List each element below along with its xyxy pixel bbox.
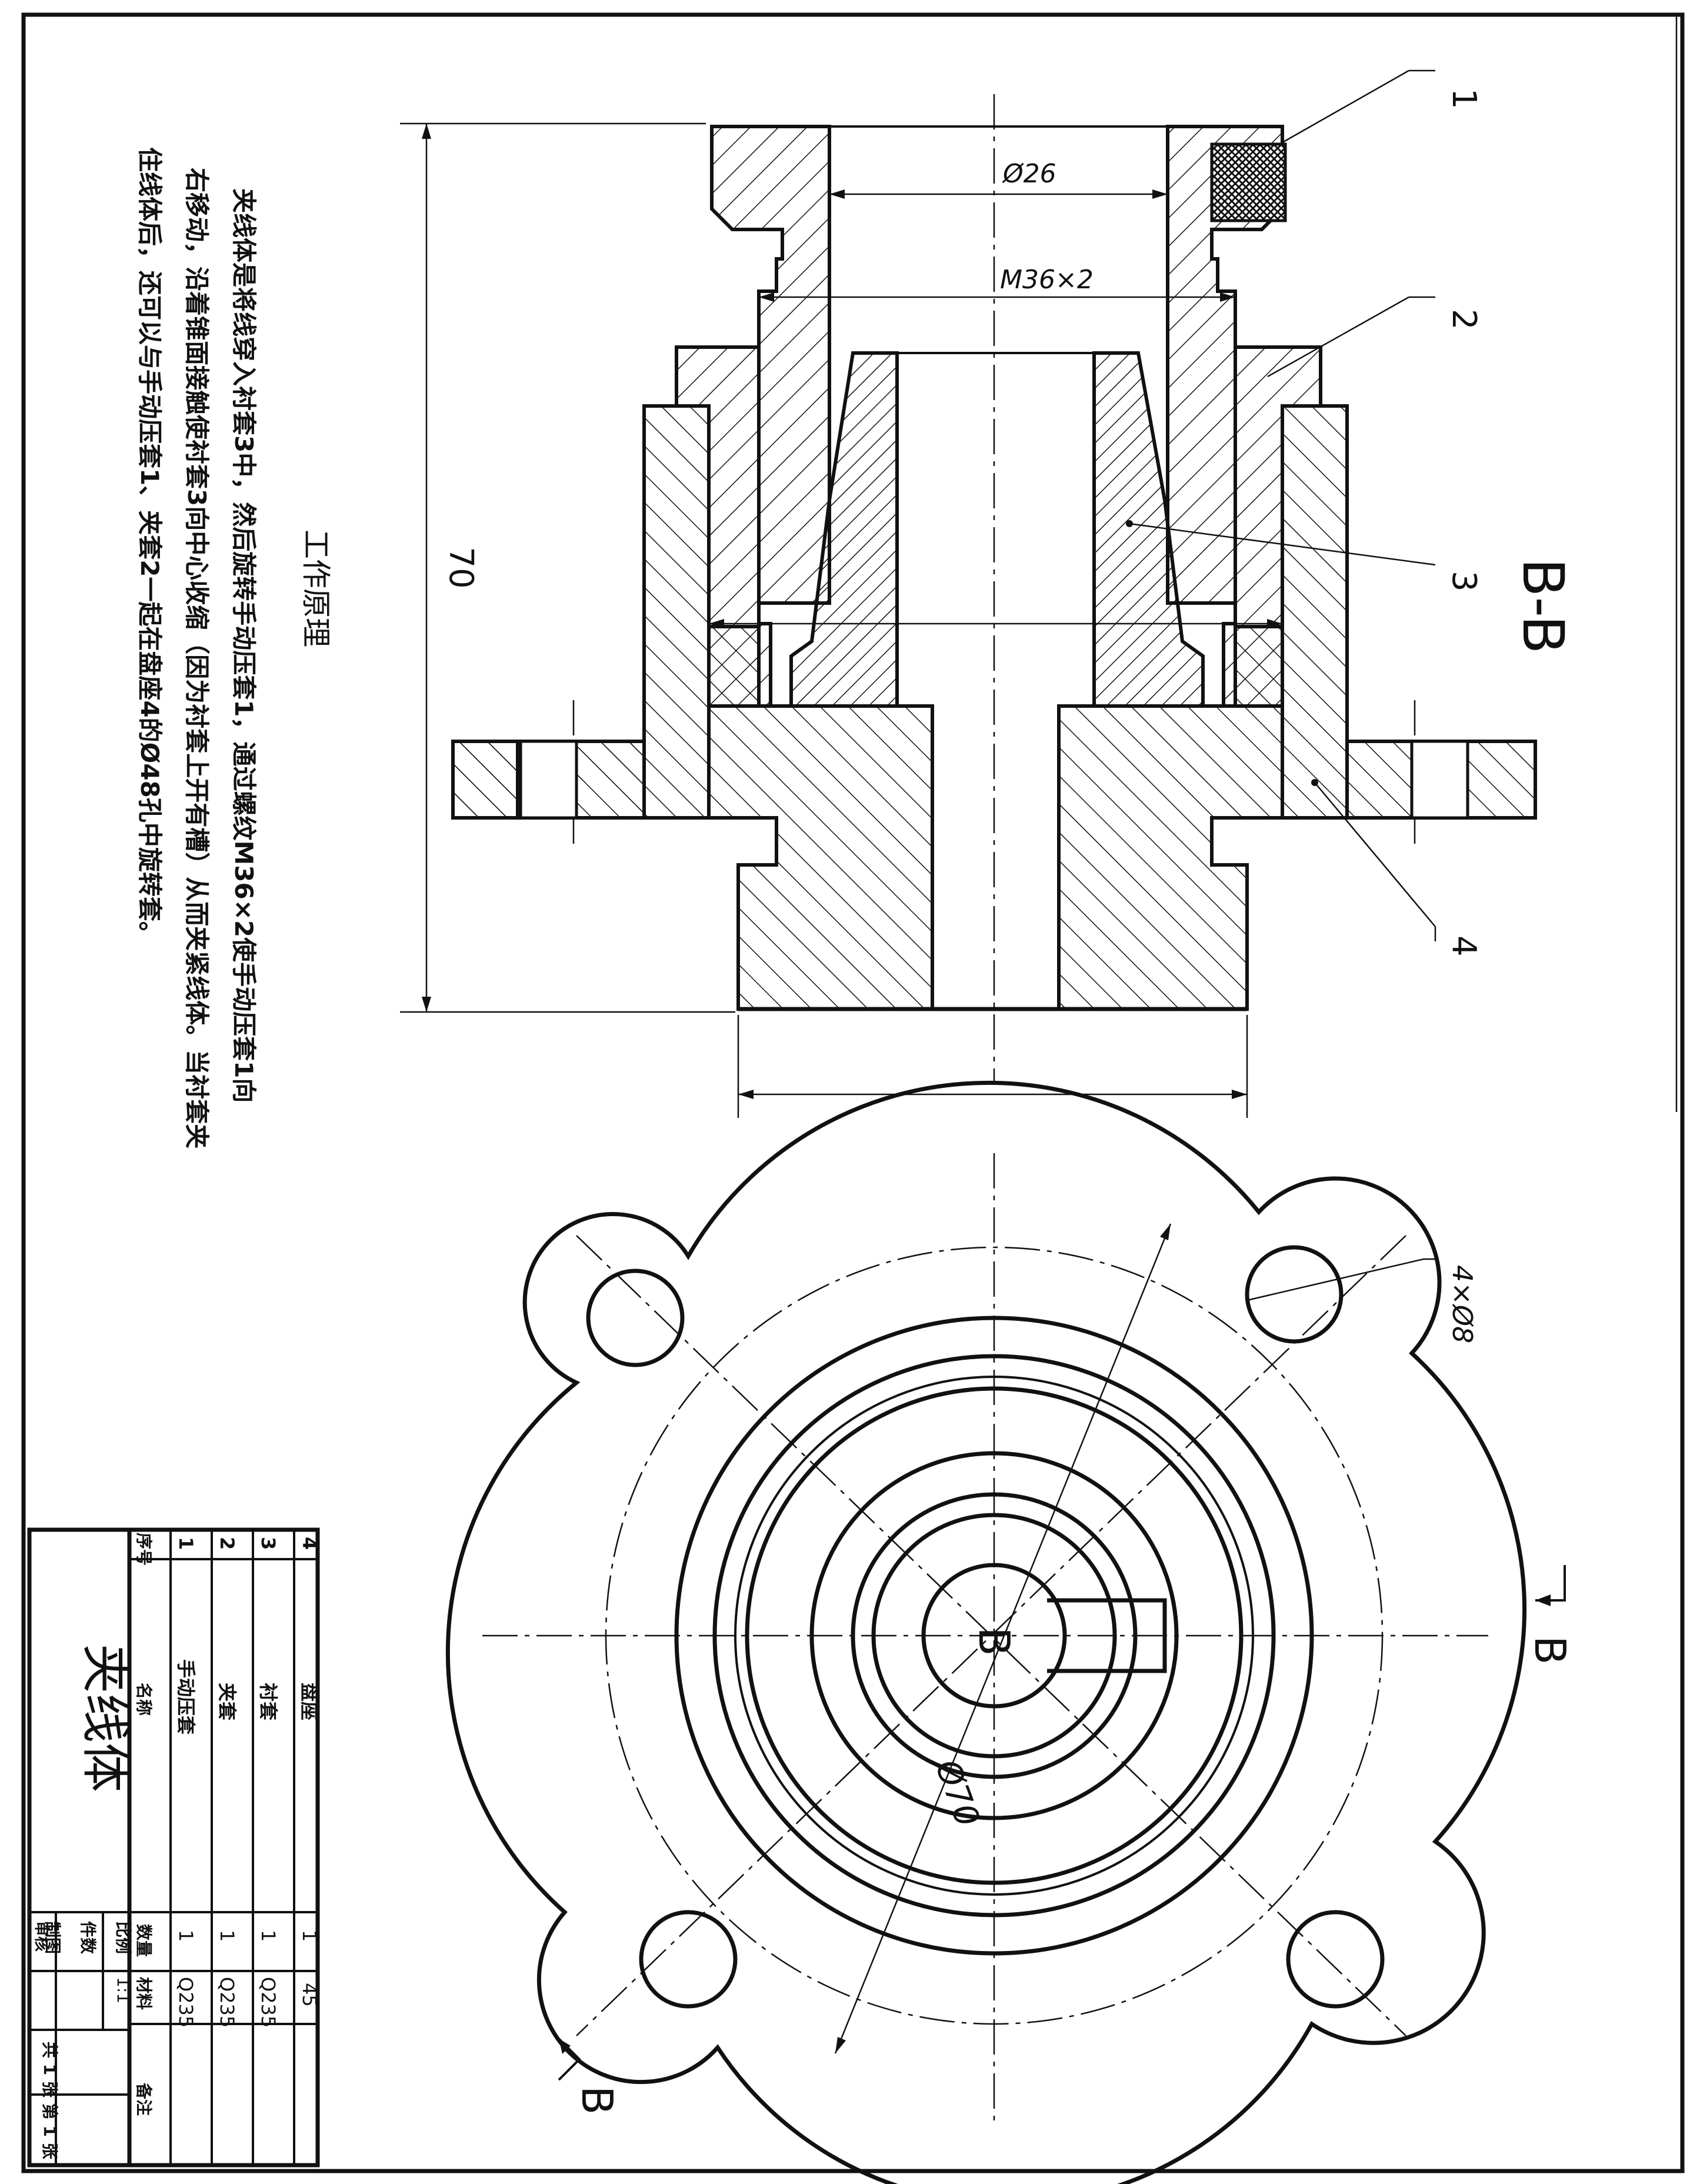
principle-line-3: 住线体后，还可以与手动压套1、夹套2一起在盘座4的Ø48孔中旋转套。 (135, 147, 164, 946)
hdr-name: 名称 (134, 1683, 154, 1716)
row-4-name: 盘座 (298, 1683, 321, 1720)
hdr-no: 序号 (134, 1533, 154, 1566)
bolt-hole-1 (586, 1269, 685, 1367)
row-1-mat: Q235 (175, 1977, 197, 2027)
sheet-frame (21, 12, 1685, 2173)
hdr-mat: 材料 (134, 1977, 154, 2010)
dim-holes: 4×Ø8 (1246, 1258, 1478, 1343)
cut-arrow-bottom: B (558, 2037, 622, 2115)
row-1-no: 1 (175, 1537, 197, 1550)
row-2-no: 2 (216, 1537, 238, 1550)
flange-outline (445, 1080, 1527, 2184)
dim-bore-text: Ø26 (1002, 159, 1056, 189)
knurl-patch (1210, 142, 1287, 222)
row-3-name: 衬套 (257, 1683, 279, 1720)
title-block-name: 夹线体 (76, 1644, 134, 1792)
row-2-name: 夹套 (216, 1683, 238, 1720)
row-3-qty: 1 (257, 1930, 279, 1942)
cut-arrow-top: B (1525, 1565, 1575, 1664)
part-3-bushing (789, 351, 1205, 708)
parts-table: 4 盘座 1 45 3 衬套 1 Q235 2 夹套 1 Q235 1 手动压套… (27, 1527, 321, 2168)
scale-label: 比例 (114, 1921, 133, 1954)
balloon-4: 4 (1445, 935, 1483, 957)
hdr-qty: 数量 (134, 1924, 154, 1957)
row-4-qty: 1 (298, 1930, 321, 1942)
drawn-label: 制图 (43, 1921, 62, 1954)
dim-height-text: 70 (442, 547, 480, 588)
row-2-qty: 1 (216, 1930, 238, 1942)
dim-bottom (737, 1015, 1248, 1118)
balloon-2: 2 (1445, 309, 1483, 330)
dim-thread-text: M36×2 (1000, 265, 1094, 295)
bolt-hole-4 (639, 1910, 738, 2009)
bolt-hole-3 (1286, 1910, 1385, 2009)
principle-line-2: 右移动，沿着锥面接触使衬套3向中心收缩（因为衬套上开有槽）从而夹紧线体。当衬套夹 (182, 168, 211, 1148)
row-3-no: 3 (257, 1537, 279, 1550)
hdr-note: 备注 (134, 2082, 154, 2116)
center-label: B (969, 1627, 1019, 1656)
cut-label-bottom: B (572, 2086, 622, 2115)
row-3-mat: Q235 (257, 1977, 279, 2027)
dim-bore: Ø26 (829, 159, 1168, 199)
part-2-sleeve (675, 345, 1322, 708)
working-principle: 工作原理 夹线体是将线穿入衬套3中，然后旋转手动压套1，通过螺纹M36×2使手动… (135, 147, 333, 1148)
balloon-1: 1 (1445, 88, 1483, 109)
row-2-mat: Q235 (216, 1977, 238, 2027)
checked-label: 审核 (32, 1921, 51, 1952)
dim-pcd-text: Ø70 (927, 1754, 986, 1832)
section-label: B-B (1510, 558, 1576, 654)
cut-label-top: B (1525, 1636, 1575, 1664)
scale-value: 1:1 (114, 1977, 133, 2003)
bolt-hole-2 (1245, 1245, 1344, 1344)
principle-heading: 工作原理 (299, 530, 333, 647)
part-1-press-sleeve (710, 125, 1287, 605)
part-4-base (451, 404, 1537, 1011)
row-1-qty: 1 (175, 1930, 197, 1942)
section-view-bb: Ø26 M36×2 70 (400, 69, 1576, 1118)
top-view: 4×Ø8 Ø70 B B B (445, 1080, 1575, 2184)
dim-thread: M36×2 (759, 265, 1235, 302)
leaders (1126, 69, 1436, 941)
row-1-name: 手动压套 (175, 1659, 197, 1734)
dim-base-inner (709, 619, 1282, 628)
sheet-info: 共 1 张 第 1 张 (40, 2042, 59, 2159)
principle-line-1: 夹线体是将线穿入衬套3中，然后旋转手动压套1，通过螺纹M36×2使手动压套1向 (229, 188, 258, 1103)
dim-height: 70 (400, 122, 735, 1013)
row-4-mat: 45 (298, 1983, 321, 2007)
row-4-no: 4 (298, 1537, 321, 1550)
count-label: 件数 (78, 1921, 98, 1955)
dim-holes-text: 4×Ø8 (1446, 1265, 1478, 1343)
balloon-3: 3 (1445, 571, 1483, 592)
